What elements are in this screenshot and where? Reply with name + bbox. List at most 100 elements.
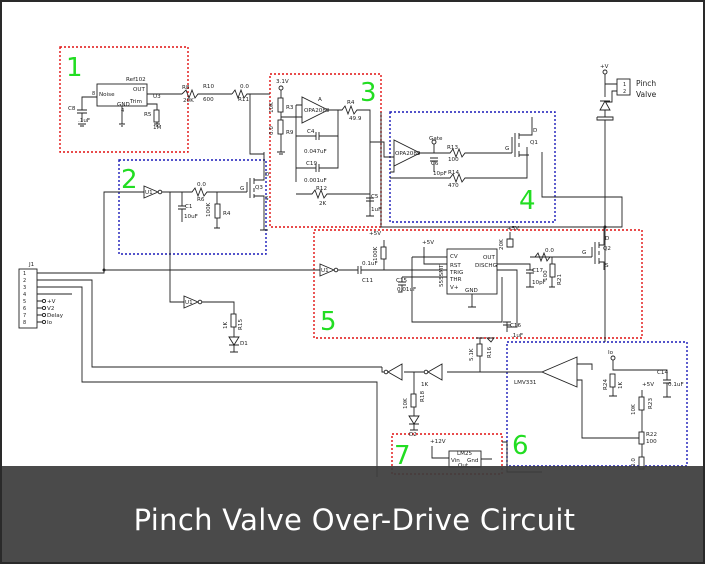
section-box-2 (118, 159, 267, 255)
r-1k-label: 1K (421, 382, 429, 388)
ne555-out: OUT (483, 255, 495, 261)
j1-pin-delay: Delay (47, 313, 64, 319)
r10-label: R10 (203, 84, 214, 90)
ref102-trim-pin: Trim (129, 99, 142, 105)
c14-label: C14 (657, 370, 668, 376)
c8-label: C8 (68, 106, 76, 112)
q3-drain: D (265, 172, 269, 178)
r11-value: 0.0 (240, 84, 249, 90)
svg-text:8: 8 (23, 320, 26, 326)
j1-connector: J1 1 2 3 4 5 6 7 8 +V V2 Delay Io (18, 262, 382, 477)
c16-value: .1uF (511, 333, 523, 339)
section-5-timer: U1 0.1uF C11 +5V 100K +5V CV RST TRIG TH… (102, 112, 623, 339)
r4-resistor (214, 203, 221, 219)
r10-value: 600 (203, 97, 214, 103)
q3-label: Q3 (255, 185, 263, 191)
lmv331-comparator (540, 356, 578, 388)
buffer-b2 (387, 363, 403, 381)
r22-value: 100 (646, 439, 657, 445)
r14-label: R14 (448, 170, 459, 176)
lm25-gnd: Gnd (467, 458, 479, 464)
u1a-label: U1 (145, 190, 153, 196)
svg-text:1: 1 (23, 271, 26, 277)
ref102-pin4: 4 (121, 108, 124, 114)
r15-resistor (230, 313, 237, 328)
c19-value: 0.001uF (304, 178, 327, 184)
c19-label: C19 (306, 161, 317, 167)
r14-value: 470 (448, 183, 459, 189)
svg-text:1: 1 (623, 82, 626, 88)
ref102-gnd-pin: GND (117, 102, 130, 108)
r23-resistor (638, 396, 645, 411)
section-1-reference: Ref102 Noise OUT Trim GND U3 8 4 C8 .1uF… (68, 77, 270, 155)
ne555-rst: RST (450, 263, 461, 269)
buffer-b1 (427, 363, 443, 381)
opa-a-amplifier (301, 96, 330, 124)
q2-source: S (605, 263, 609, 269)
c15-value: 0.01uF (397, 287, 416, 293)
section-number-4: 4 (519, 186, 536, 216)
q2-gate: G (582, 250, 586, 256)
v31-label: 3.1V (276, 79, 289, 85)
j1-pin-v: +V (47, 299, 56, 305)
r18-value: 10K (403, 398, 409, 409)
r4-label: R4 (223, 211, 231, 217)
d1-led (228, 336, 240, 346)
r13-label: R13 (447, 145, 458, 151)
sec2-r-value: 0.0 (197, 182, 206, 188)
ne555-vplus: V+ (450, 285, 459, 291)
r5-value: 1M (153, 125, 162, 131)
ne555-gnd: GND (465, 288, 478, 294)
ne555-chip (446, 248, 498, 295)
d2-label: D2 (409, 432, 417, 438)
q3-gate: G (240, 186, 244, 192)
r3-value: 10K (269, 102, 275, 113)
r20k-value: 20K (499, 239, 505, 250)
r-100k-value: 100K (373, 246, 379, 261)
r16-label: R16 (487, 347, 493, 358)
ne555-name: 555SMT (439, 264, 445, 287)
c15-label: C15 (396, 278, 407, 284)
u1a-buffer (143, 185, 160, 199)
section-number-1: 1 (66, 53, 83, 83)
d1-label: D1 (240, 341, 248, 347)
pv-plus-v: +V (600, 64, 609, 70)
r3-label: R3 (286, 105, 294, 111)
r21-value: 100 (543, 270, 549, 281)
q1-label: Q1 (530, 140, 538, 146)
section-7-regulator: +12V LM25 Vin Gnd Out (430, 439, 542, 473)
j1-pin-v2: V2 (47, 306, 54, 312)
svg-text:3: 3 (23, 285, 26, 291)
c17-label: C17 (532, 268, 543, 274)
c16-label: C16 (510, 323, 521, 329)
r13-value: 100 (448, 157, 459, 163)
section-number-6: 6 (512, 431, 529, 461)
lm25-vin: Vin (451, 458, 460, 464)
j1-label: J1 (28, 262, 35, 268)
section-number-2: 2 (121, 165, 138, 195)
r18-label: R18 (420, 391, 426, 402)
r5-resistor (153, 109, 160, 123)
r24-resistor (609, 373, 616, 388)
section-box-4 (389, 111, 556, 223)
sec2-r-label: R6 (197, 197, 205, 203)
io-label: Io (608, 350, 614, 356)
svg-text:5: 5 (23, 299, 26, 305)
d2-led (408, 415, 420, 425)
plus5-b: +5V (507, 226, 519, 232)
r21-label: R21 (557, 274, 563, 285)
ne555-disch: DISCHG (475, 263, 497, 269)
section-box-1 (59, 46, 189, 153)
c11-value: 0.1uF (362, 261, 378, 267)
r15-label: R15 (238, 319, 244, 330)
u1b-buffer (183, 295, 200, 309)
c17-value: 10pF (532, 280, 546, 286)
r24-label: R24 (603, 379, 609, 390)
r5-label: R5 (144, 112, 152, 118)
opa-b-label: OPA2089 (395, 151, 421, 157)
lmv331-label: LMV331 (514, 380, 537, 386)
q2-label: Q2 (603, 246, 611, 252)
lm25-label: LM25 (457, 451, 473, 457)
q1-gate: G (505, 146, 509, 152)
